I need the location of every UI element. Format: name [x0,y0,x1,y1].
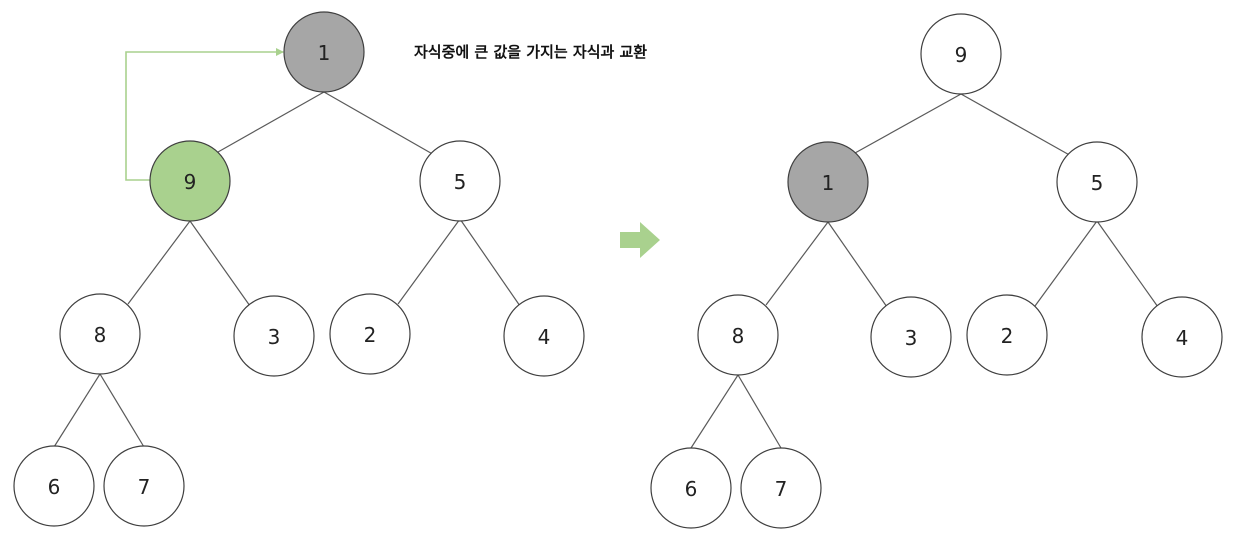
edge-left-left-left [765,221,829,306]
node-value: 6 [48,475,61,499]
tree-before-node-left-left-left: 6 [13,445,95,527]
node-circle [740,447,822,529]
node-circle [329,293,411,375]
node-circle [650,447,732,529]
node-value: 4 [1176,326,1189,350]
tree-after-node-left-right: 3 [870,296,952,378]
edge-root-left [217,91,325,153]
edge-right-right [459,218,521,307]
node-value: 1 [822,171,835,195]
node-circle [503,295,585,377]
node-value: 7 [775,477,788,501]
tree-before-node-root: 1 [283,11,365,93]
edge-root-right [960,93,1074,158]
edge-ll-lll [690,374,739,449]
node-circle [103,445,185,527]
node-circle [920,13,1002,95]
edge-ll-llr [99,373,145,448]
tree-after-node-left: 1 [787,141,869,223]
edge-left-left-left [127,220,191,305]
swap-arrow [125,48,284,181]
edge-left-left-right [827,221,888,308]
node-value: 3 [905,326,918,350]
node-value: 9 [955,43,968,67]
tree-before-node-left: 9 [149,140,231,222]
node-value: 4 [538,325,551,349]
node-circle [149,140,231,222]
caption-text: 자식중에 큰 값을 가지는 자식과 교환 [414,43,647,61]
node-value: 7 [138,475,151,499]
tree-before: 1 9 5 8 3 2 4 6 [13,11,585,527]
node-value: 5 [1091,171,1104,195]
node-value: 9 [184,170,197,194]
tree-before-node-left-left: 8 [59,293,141,375]
tree-before-node-left-right: 3 [233,295,315,377]
edge-ll-llr [737,374,782,449]
node-circle [13,445,95,527]
node-value: 8 [94,323,107,347]
node-circle [1056,141,1138,223]
tree-after-edges [690,93,1159,449]
edge-ll-lll [53,373,101,448]
node-circle [1141,296,1223,378]
node-value: 5 [454,170,467,194]
node-value: 6 [685,477,698,501]
tree-before-node-left-left-right: 7 [103,445,185,527]
tree-after-node-right-right: 4 [1141,296,1223,378]
node-circle [870,296,952,378]
tree-before-node-right: 5 [419,140,501,222]
node-circle [59,293,141,375]
node-value: 2 [1001,324,1014,348]
edge-right-left [1034,220,1098,307]
transition-arrow [620,222,660,258]
tree-after-node-root: 9 [920,13,1002,95]
node-value: 2 [364,323,377,347]
tree-before-edges [53,91,521,448]
node-circle [233,295,315,377]
node-value: 1 [318,41,331,65]
edge-right-right [1096,220,1159,308]
tree-after-node-right-left: 2 [966,294,1048,376]
tree-after: 9 1 5 8 3 2 4 6 [650,13,1223,529]
node-circle [419,140,501,222]
tree-before-node-right-right: 4 [503,295,585,377]
tree-after-node-left-left-right: 7 [740,447,822,529]
tree-after-node-left-left-left: 6 [650,447,732,529]
node-value: 8 [732,324,745,348]
node-circle [283,11,365,93]
node-value: 3 [268,325,281,349]
node-circle [787,141,869,223]
edge-root-left [854,93,962,154]
edge-root-right [323,91,437,157]
node-circle [697,294,779,376]
tree-before-node-right-left: 2 [329,293,411,375]
node-circle [966,294,1048,376]
tree-after-node-right: 5 [1056,141,1138,223]
edge-left-left-right [189,220,251,307]
tree-after-node-left-left: 8 [697,294,779,376]
edge-right-left [397,218,461,305]
